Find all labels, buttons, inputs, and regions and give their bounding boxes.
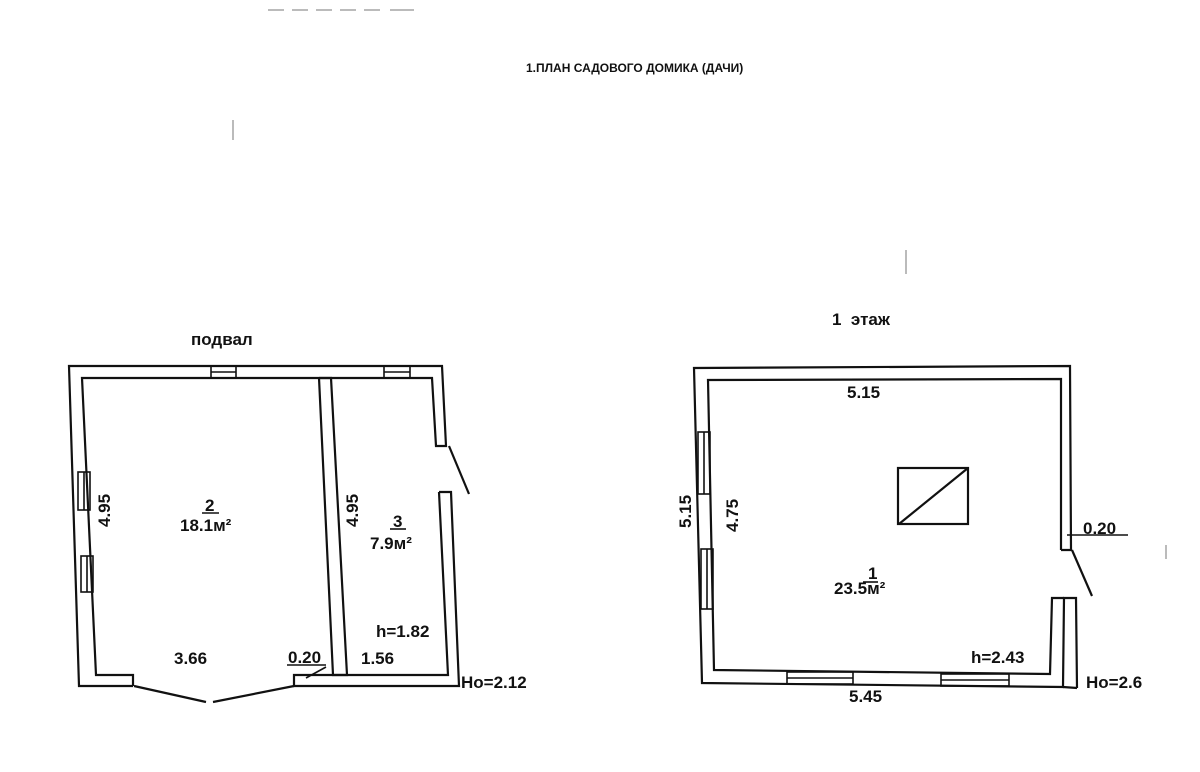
room-3-width-dimension: 1.56: [361, 649, 394, 668]
room-1-area: 23.5м²: [834, 579, 886, 598]
basement-label: подвал: [191, 330, 253, 349]
room-1-number: 1: [868, 564, 877, 583]
bottom-width-dimension: 5.45: [849, 687, 882, 706]
wall-thickness-dimension-1f: 0.20: [1083, 519, 1116, 538]
room-3-side-dimension: 4.95: [343, 494, 362, 527]
room-3-area: 7.9м²: [370, 534, 412, 553]
basement-total-height: Ho=2.12: [461, 673, 527, 692]
first-floor-ceiling-height: h=2.43: [971, 648, 1024, 667]
room-2-area: 18.1м²: [180, 516, 232, 535]
room-2-side-dimension: 4.95: [95, 494, 114, 527]
room-2-width-dimension: 3.66: [174, 649, 207, 668]
wall-thickness-dimension: 0.20: [288, 648, 321, 667]
first-floor-label: 1 этаж: [832, 310, 891, 329]
room-2-number: 2: [205, 496, 214, 515]
basement-ceiling-height: h=1.82: [376, 622, 429, 641]
first-floor-walls: [692, 364, 1128, 690]
first-floor-total-height: Ho=2.6: [1086, 673, 1142, 692]
scan-artifacts: [232, 9, 1167, 559]
outer-side-dimension: 5.15: [676, 495, 695, 528]
inner-side-dimension: 4.75: [723, 499, 742, 532]
basement-walls: [67, 364, 471, 704]
room-3-number: 3: [393, 512, 402, 531]
document-title: 1.ПЛАН САДОВОГО ДОМИКА (ДАЧИ): [526, 61, 743, 75]
top-width-dimension: 5.15: [847, 383, 880, 402]
